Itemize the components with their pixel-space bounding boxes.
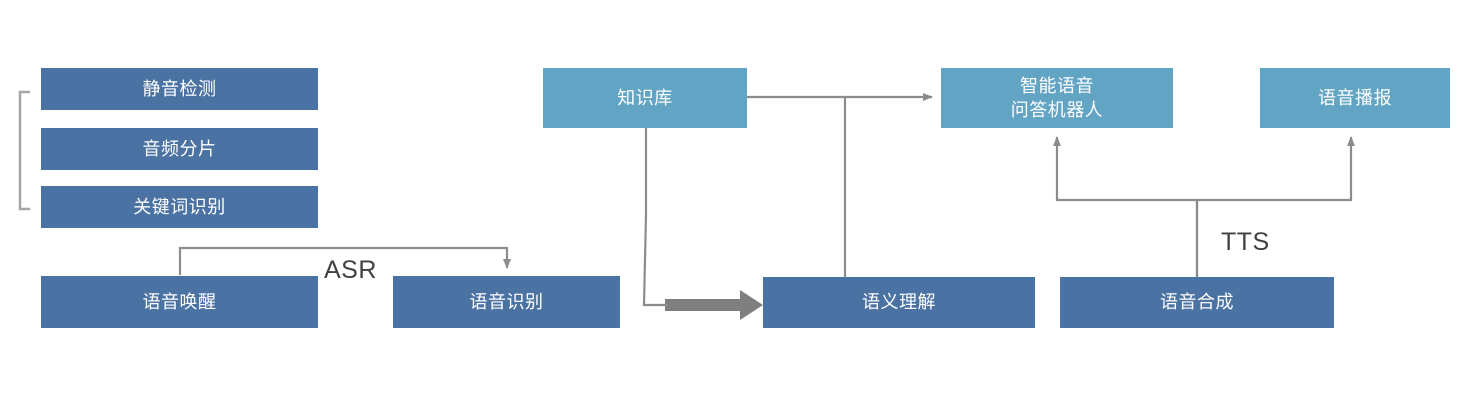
node-knowledge-base[interactable]: 知识库 bbox=[543, 68, 747, 128]
edge-synthesis-to-robot bbox=[1053, 136, 1199, 277]
edge-label-tts: TTS bbox=[1221, 228, 1270, 256]
node-audio-slicing[interactable]: 音频分片 bbox=[41, 128, 318, 170]
node-qa-robot[interactable]: 智能语音 问答机器人 bbox=[941, 68, 1173, 128]
grouping-bracket bbox=[18, 90, 30, 211]
edge-recognition-to-semantic-block-arrow bbox=[642, 214, 763, 320]
node-semantic-understanding[interactable]: 语义理解 bbox=[763, 277, 1035, 328]
node-silence-detection[interactable]: 静音检测 bbox=[41, 68, 318, 110]
node-voice-wakeup[interactable]: 语音唤醒 bbox=[41, 276, 318, 328]
node-voice-broadcast[interactable]: 语音播报 bbox=[1260, 68, 1450, 128]
node-keyword-spotting[interactable]: 关键词识别 bbox=[41, 186, 318, 228]
node-speech-synthesis[interactable]: 语音合成 bbox=[1060, 277, 1334, 328]
node-speech-recognition[interactable]: 语音识别 bbox=[393, 276, 620, 328]
edge-label-asr: ASR bbox=[324, 256, 377, 284]
